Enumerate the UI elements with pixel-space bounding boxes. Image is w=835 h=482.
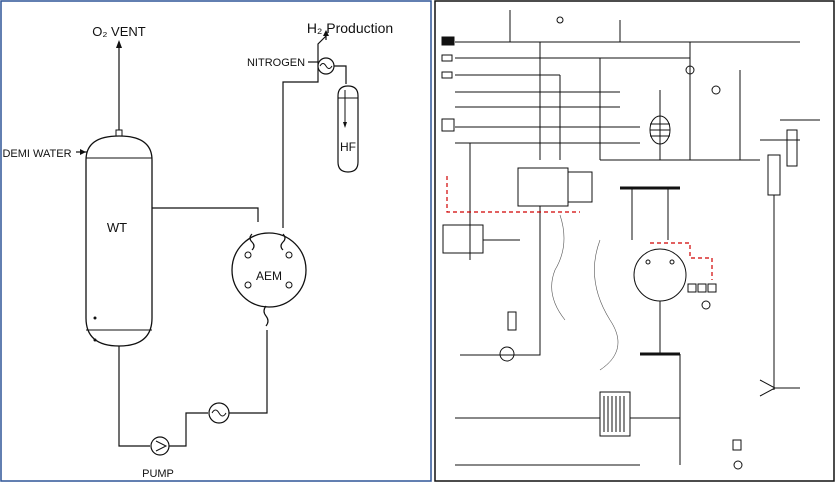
wt-vessel <box>85 135 153 347</box>
pid-wavy-signal-1 <box>551 214 566 321</box>
aem-port-3 <box>244 281 252 289</box>
right-panel-border <box>434 0 835 482</box>
pid-valve-4 <box>701 300 711 310</box>
aem-stack <box>231 232 307 308</box>
hx-to-aem-line <box>229 330 268 414</box>
wt-to-pump-line <box>118 346 150 447</box>
pid-signal-line-2 <box>650 242 713 280</box>
pid-return-line <box>460 206 541 356</box>
h2-production-arrow <box>323 30 329 36</box>
pid-valve-2 <box>685 65 695 75</box>
pid-signal-line-1 <box>446 176 580 213</box>
aem-label: AEM <box>256 269 282 283</box>
aem-port-4 <box>285 281 293 289</box>
wt-drain-port <box>93 338 97 342</box>
aem-inlet-coil-right <box>280 233 286 251</box>
o2-vent-label: O₂ VENT <box>92 24 146 39</box>
aem-to-h2-line <box>282 62 319 228</box>
h2-riser <box>317 35 327 62</box>
aem-port-1 <box>244 251 252 259</box>
nitrogen-label: NITROGEN <box>247 57 305 69</box>
aem-inlet-coil-left <box>249 233 255 251</box>
o2-vent-arrow <box>116 40 122 48</box>
pid-tag-box-2 <box>441 54 453 62</box>
demi-water-label: DEMI WATER <box>2 148 71 160</box>
pid-tag-d <box>732 439 742 451</box>
h2-hx-symbol <box>319 63 333 69</box>
pid-plate-hx-plates <box>603 396 625 432</box>
pump-label: PUMP <box>142 468 174 480</box>
pid-tag-box-1 <box>441 36 455 46</box>
h2-production-label: H₂ Production <box>307 20 393 36</box>
pid-coil-lines <box>650 123 670 137</box>
pid-separator-2 <box>786 129 798 167</box>
right-panel <box>434 0 835 482</box>
left-panel-border <box>0 0 432 482</box>
pump-to-hx-line <box>169 412 208 447</box>
pid-wavy-signal-2 <box>594 239 619 371</box>
hf-label: HF <box>340 140 356 154</box>
pid-valve-3 <box>711 85 721 95</box>
demi-water-arrow <box>80 149 86 155</box>
pid-tag-a <box>687 283 697 293</box>
pid-tag-c <box>707 283 717 293</box>
hx-to-hf-line <box>334 65 347 84</box>
left-panel: O₂ VENT H₂ Production NITROGEN DEMI WATE… <box>0 0 432 482</box>
hf-dip-arrow <box>343 122 347 128</box>
hf-vessel <box>337 85 359 173</box>
pid-plate-hx <box>599 391 631 437</box>
wt-level-port <box>93 316 97 320</box>
wt-label: WT <box>107 220 127 235</box>
pid-aem-port-2 <box>669 259 675 265</box>
pid-pump <box>499 346 515 362</box>
aem-port-2 <box>285 251 293 259</box>
pid-valve-5 <box>733 460 743 470</box>
wt-to-aem-line <box>152 207 259 222</box>
pid-tag-box-3 <box>441 71 453 79</box>
pid-tank-side <box>567 171 593 203</box>
cooler-hx-symbol <box>211 409 227 417</box>
pid-filter <box>507 311 517 331</box>
pid-tag-box-4 <box>441 118 455 132</box>
pid-instrument-box <box>442 224 484 254</box>
aem-outlet-coil <box>263 305 269 327</box>
pid-valve-1 <box>556 16 564 24</box>
pid-tag-b <box>697 283 707 293</box>
pid-aem-port-1 <box>645 259 651 265</box>
pump-impeller <box>155 440 168 452</box>
